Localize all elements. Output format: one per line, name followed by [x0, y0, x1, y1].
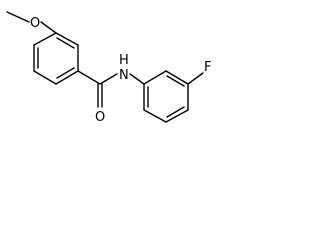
methoxy-oxygen-label: O: [30, 16, 40, 31]
fluorophenyl-ring: [143, 70, 189, 123]
methyl-o-bond: [6, 11, 30, 23]
c-f-bond: [187, 72, 204, 85]
aryl-carbonyl-bond: [77, 70, 101, 85]
o-aryl-bond: [40, 21, 57, 34]
chemical-structure: O O H N F: [6, 11, 211, 125]
fluorine-label: F: [204, 60, 211, 75]
amide-hydrogen-label: H: [119, 53, 129, 68]
carbonyl-oxygen-label: O: [95, 110, 105, 125]
n-aryl-bond: [129, 73, 145, 85]
methoxyphenyl-ring: [33, 32, 79, 85]
amide-c-n-bond: [99, 73, 118, 85]
amide-nitrogen-label: N: [119, 68, 129, 83]
